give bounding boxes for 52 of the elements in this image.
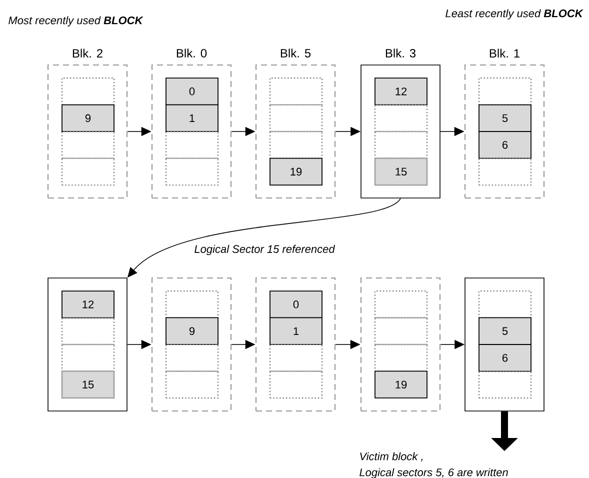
block-frame <box>48 278 128 412</box>
empty-sector-cell <box>61 77 115 106</box>
sector-cell: 0 <box>166 78 218 106</box>
empty-sector-cell <box>478 370 532 399</box>
sector-cell: 12 <box>62 290 114 318</box>
block-frame <box>360 277 441 412</box>
edge-label: Logical Sector 15 referenced <box>193 244 336 256</box>
empty-sector-cell <box>61 158 115 186</box>
empty-sector-cell <box>165 290 219 318</box>
empty-sector-cell <box>269 370 323 399</box>
empty-sector-cell <box>374 104 428 132</box>
empty-sector-cell <box>165 158 219 186</box>
block-label: Blk. 2 <box>72 48 102 58</box>
sector-cell: 5 <box>478 317 532 345</box>
sector-cell: 19 <box>270 158 322 186</box>
sector-cell: 9 <box>62 104 114 132</box>
empty-sector-cell <box>374 344 428 372</box>
empty-sector-cell <box>165 370 219 399</box>
empty-sector-cell <box>269 344 323 372</box>
sector-cell: 0 <box>270 290 322 318</box>
block-label: Blk. 5 <box>280 48 311 58</box>
caption-text: Least recently used BLOCK <box>446 9 584 20</box>
empty-sector-cell <box>374 317 428 346</box>
block-label: Blk. 1 <box>490 48 520 58</box>
sector-cell: 6 <box>478 131 532 159</box>
block-frame <box>151 277 232 412</box>
sector-cell: 6 <box>478 344 532 372</box>
empty-sector-cell <box>478 290 532 318</box>
block-label: Blk. 0 <box>176 48 207 58</box>
empty-sector-cell <box>269 77 323 106</box>
caption-text: Most recently used BLOCK <box>8 16 144 26</box>
empty-sector-cell <box>61 130 115 159</box>
sector-cell: 15 <box>61 370 115 399</box>
sector-cell: 15 <box>374 158 428 186</box>
empty-sector-cell <box>165 344 219 372</box>
sector-cell: 12 <box>374 78 428 106</box>
empty-sector-cell <box>269 130 323 159</box>
sector-cell: 5 <box>478 104 532 132</box>
block-frame <box>255 277 336 412</box>
sector-cell: 1 <box>166 104 218 132</box>
note-text: Victim block , Logical sectors 5, 6 are written <box>360 452 508 478</box>
block-label: Blk. 3 <box>386 48 416 58</box>
empty-sector-cell <box>478 158 532 186</box>
sector-cell: 19 <box>374 370 428 398</box>
block-frame <box>464 278 544 412</box>
empty-sector-cell <box>165 130 219 159</box>
empty-sector-cell <box>374 290 428 318</box>
empty-sector-cell <box>61 317 115 346</box>
empty-sector-cell <box>478 77 532 106</box>
empty-sector-cell <box>269 104 323 132</box>
sector-cell: 1 <box>270 317 322 345</box>
sector-cell: 9 <box>166 317 218 345</box>
